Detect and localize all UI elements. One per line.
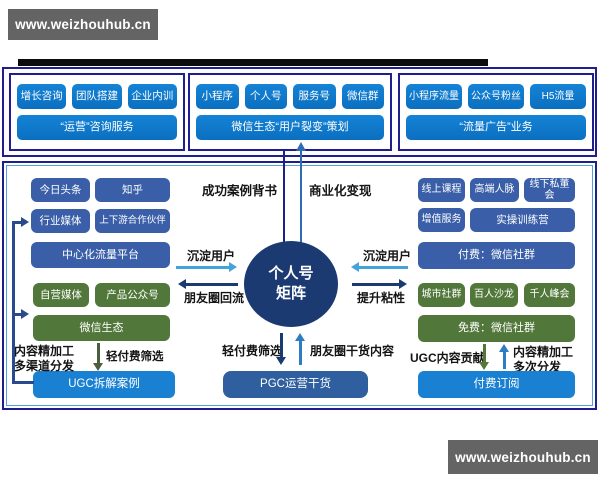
- label-content-multichannel: 内容精加工 多渠道分发: [14, 344, 75, 373]
- free-to-paid-arrow-line: [483, 344, 486, 364]
- box-toutiao: 今日头条: [31, 178, 90, 202]
- btn-corp-training: 企业内训: [127, 84, 177, 109]
- box-private-board: 线下私董会: [524, 178, 575, 202]
- moments-reflow-arrow-line: [185, 283, 238, 286]
- btn-growth-consult: 增长咨询: [17, 84, 67, 109]
- btn-official-fans: 公众号粉丝: [468, 84, 524, 109]
- center-circle-matrix: 个人号 矩阵: [244, 241, 338, 327]
- arrow-up-icon: [295, 333, 305, 341]
- box-connections: 高端人脉: [470, 178, 519, 202]
- btn-user-fission-plan: 微信生态“用户裂变”策划: [196, 115, 384, 140]
- btn-miniprogram-traffic: 小程序流量: [406, 84, 462, 109]
- box-paid-subscription: 付费订阅: [418, 371, 575, 398]
- box-central-platform: 中心化流量平台: [31, 242, 170, 268]
- box-industry-media: 行业媒体: [31, 209, 90, 233]
- label-deposit-users-right: 沉淀用户: [363, 249, 412, 263]
- arrow-down-icon: [93, 363, 103, 371]
- monetize-connector-line: [300, 151, 302, 243]
- arrow-down-icon: [276, 357, 286, 365]
- label-paid-filter-center: 轻付费筛选: [222, 344, 283, 358]
- endorse-connector-line: [283, 149, 285, 243]
- group-traffic-row: 小程序流量 公众号粉丝 H5流量: [406, 84, 586, 109]
- label-paid-filter-left: 轻付费筛选: [106, 351, 164, 363]
- label-deposit-users-left: 沉淀用户: [187, 249, 236, 263]
- group-consulting: 增长咨询 团队搭建 企业内训 “运营”咨询服务: [9, 73, 185, 151]
- watermark-top: www.weizhouhub.cn: [8, 9, 158, 40]
- btn-mini-program: 小程序: [196, 84, 239, 109]
- paid-to-free-arrow-line: [503, 351, 506, 369]
- arrow-right-icon: [399, 279, 407, 289]
- box-paid-community: 付费：微信社群: [418, 242, 575, 269]
- box-city-community: 城市社群: [418, 283, 465, 307]
- box-product-account: 产品公众号: [95, 283, 170, 307]
- label-content-redistribute: 内容精加工 多次分发: [513, 345, 574, 374]
- group-consulting-row: 增长咨询 团队搭建 企业内训: [17, 84, 177, 109]
- btn-traffic-ad-business: “流量广告”业务: [406, 115, 586, 140]
- box-wechat-eco: 微信生态: [33, 315, 170, 341]
- btn-team-building: 团队搭建: [72, 84, 122, 109]
- label-monetization: 商业化变现: [309, 184, 372, 198]
- group-wechat-eco: 小程序 个人号 服务号 微信群 微信生态“用户裂变”策划: [188, 73, 392, 151]
- arrow-down-icon: [479, 362, 489, 370]
- box-free-community: 免费：微信社群: [418, 315, 575, 342]
- box-pgc-operations: PGC运营干货: [223, 371, 368, 398]
- stickiness-arrow-line: [352, 283, 400, 286]
- arrow-right-icon: [21, 217, 29, 227]
- box-training-camp: 实操训练营: [470, 208, 575, 232]
- deposit-right-arrow-line: [358, 266, 408, 269]
- eco-to-ugc-arrow-line: [97, 343, 100, 365]
- box-partners: 上下游合作伙伴: [95, 209, 170, 233]
- watermark-bottom: www.weizhouhub.cn: [448, 440, 598, 474]
- group-traffic-ads: 小程序流量 公众号粉丝 H5流量 “流量广告”业务: [398, 73, 594, 151]
- box-salon: 百人沙龙: [470, 283, 518, 307]
- deposit-left-arrow-line: [176, 266, 230, 269]
- box-online-course: 线上课程: [418, 178, 465, 202]
- box-self-media: 自营媒体: [33, 283, 89, 307]
- box-value-service: 增值服务: [418, 208, 465, 232]
- label-improve-stickiness: 提升粘性: [357, 291, 406, 305]
- btn-service-account: 服务号: [293, 84, 336, 109]
- btn-wechat-group: 微信群: [341, 84, 384, 109]
- box-zhihu: 知乎: [95, 178, 170, 202]
- arrow-right-icon: [21, 309, 29, 319]
- pgc-to-circle-arrow-line: [299, 340, 302, 365]
- arrow-left-icon: [178, 279, 186, 289]
- top-black-strip: [18, 59, 488, 66]
- label-endorsement: 成功案例背书: [202, 184, 278, 198]
- btn-operation-service: “运营”咨询服务: [17, 115, 177, 140]
- btn-personal-account: 个人号: [244, 84, 287, 109]
- feedback-arrow1-line: [12, 221, 22, 224]
- label-moments-content: 朋友圈干货内容: [310, 344, 395, 358]
- group-wechat-row: 小程序 个人号 服务号 微信群: [196, 84, 384, 109]
- arrow-up-icon: [296, 142, 306, 151]
- feedback-connector-bottom: [12, 381, 34, 384]
- circle-to-pgc-arrow-line: [280, 333, 283, 359]
- arrow-left-icon: [351, 262, 359, 272]
- top-section: 增长咨询 团队搭建 企业内训 “运营”咨询服务 小程序 个人号 服务号 微信群 …: [2, 67, 597, 157]
- box-summit: 千人峰会: [524, 283, 575, 307]
- btn-h5-traffic: H5流量: [530, 84, 586, 109]
- arrow-up-icon: [499, 344, 509, 352]
- box-ugc-cases: UGC拆解案例: [33, 371, 175, 398]
- feedback-connector-vline: [12, 221, 15, 384]
- label-ugc-contribution: UGC内容贡献: [410, 351, 485, 365]
- feedback-arrow2-line: [12, 313, 22, 316]
- label-moments-reflow: 朋友圈回流: [184, 291, 245, 305]
- arrow-right-icon: [229, 262, 237, 272]
